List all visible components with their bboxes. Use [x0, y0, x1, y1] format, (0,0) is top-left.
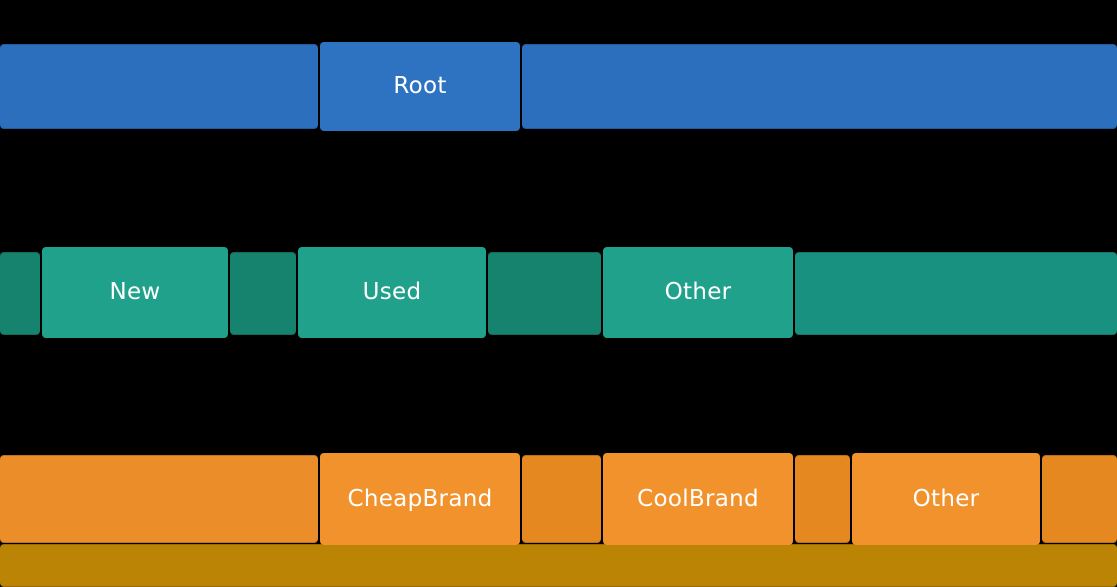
- node-label: Other: [664, 279, 732, 305]
- node-segment-level3[interactable]: [522, 455, 601, 543]
- node-label: Root: [393, 73, 447, 99]
- node-segment-level3[interactable]: [0, 455, 318, 543]
- node-segment-level4[interactable]: [0, 544, 1117, 587]
- node-segment-level2[interactable]: [488, 252, 601, 335]
- node-segment-level2[interactable]: [0, 252, 40, 335]
- node-label: CoolBrand: [637, 485, 759, 512]
- node-segment-level2[interactable]: [230, 252, 296, 335]
- node-label: Used: [362, 279, 422, 305]
- node-label: CheapBrand: [347, 485, 493, 512]
- node-segment-level1[interactable]: [522, 44, 1117, 129]
- node-other-level2[interactable]: Other: [603, 247, 793, 338]
- node-label: Other: [912, 485, 980, 512]
- node-segment-level3[interactable]: [1042, 455, 1117, 543]
- node-segment-level1[interactable]: [0, 44, 318, 129]
- node-segment-level3[interactable]: [795, 455, 850, 543]
- node-other-level3[interactable]: Other: [852, 453, 1040, 545]
- node-new-level2[interactable]: New: [42, 247, 228, 338]
- node-used-level2[interactable]: Used: [298, 247, 486, 338]
- node-root-level1[interactable]: Root: [320, 42, 520, 131]
- node-coolbrand-level3[interactable]: CoolBrand: [603, 453, 793, 545]
- node-segment-level2[interactable]: [795, 252, 1117, 335]
- node-cheapbrand-level3[interactable]: CheapBrand: [320, 453, 520, 545]
- node-label: New: [109, 279, 161, 305]
